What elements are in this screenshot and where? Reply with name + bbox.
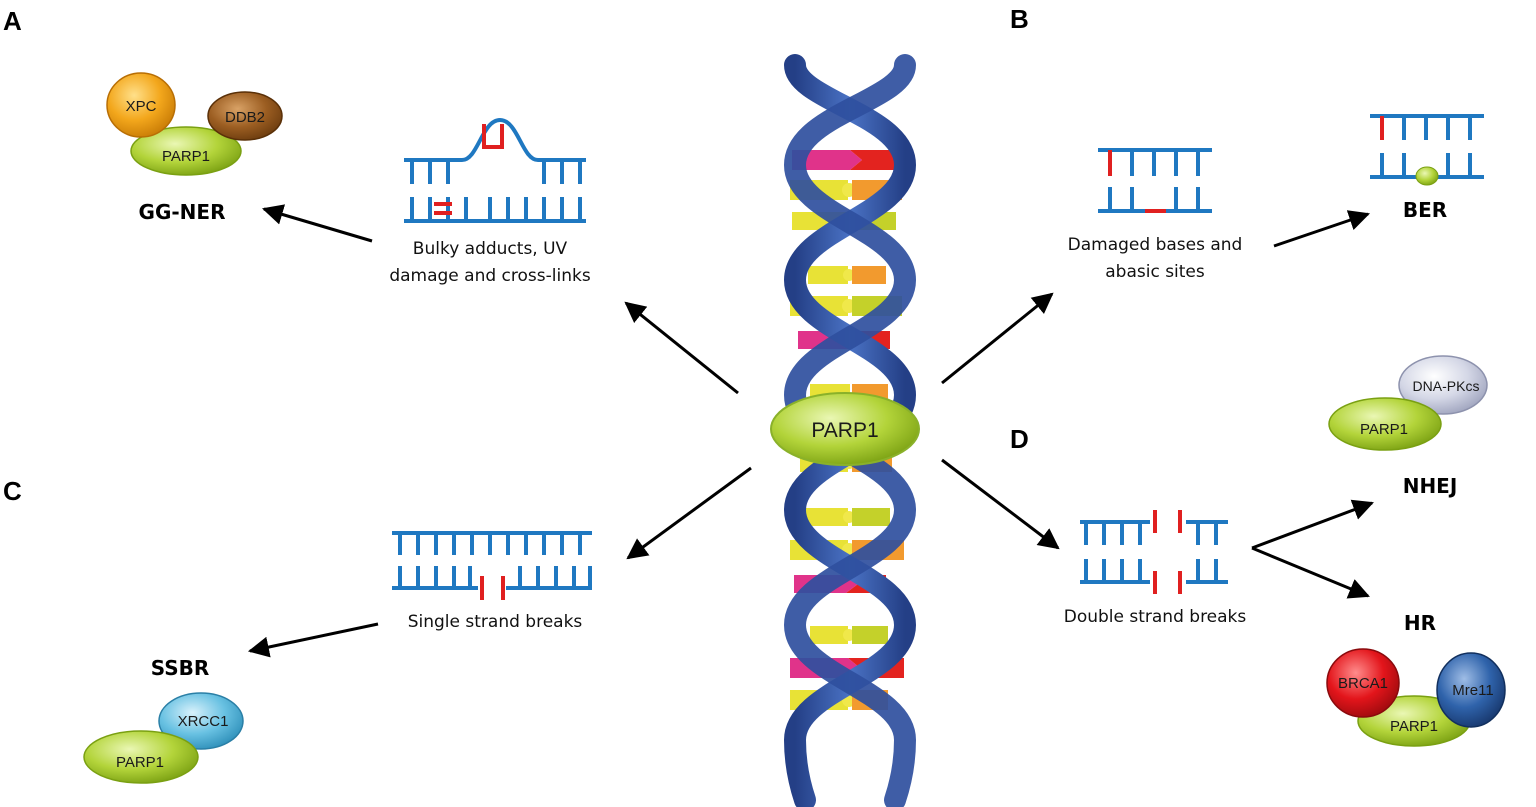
- arrow-center-to-single-strand: [626, 466, 752, 560]
- pathway-label-hr: HR: [1403, 611, 1437, 635]
- pathway-label-nhej: NHEJ: [1402, 474, 1458, 498]
- protein-brca1-label: BRCA1: [1338, 675, 1388, 692]
- protein-mre11-label: Mre11: [1452, 682, 1493, 699]
- parp1-central: PARP1: [770, 392, 920, 466]
- caption-bulky-line2: damage and cross-links: [389, 266, 591, 286]
- arrows: [247, 204, 1374, 658]
- panel-letter-a: A: [3, 6, 22, 36]
- arrow-double-to-hr: [1251, 546, 1370, 599]
- protein-parp1-nhej: [1328, 397, 1442, 451]
- caption-single-strand-breaks: Single strand breaks: [407, 612, 583, 632]
- protein-ddb2: [207, 91, 283, 141]
- base-pair: [792, 150, 895, 170]
- dna-bulky-adduct: [404, 117, 586, 223]
- dna-damaged-bases: [1098, 148, 1212, 213]
- protein-parp1-ssbr: [83, 730, 199, 784]
- protein-parp1-hr-label: PARP1: [1390, 718, 1438, 735]
- protein-brca1: [1326, 648, 1400, 718]
- protein-xrcc1-label: XRCC1: [178, 713, 229, 730]
- protein-xrcc1: [158, 692, 244, 750]
- complex-gg-ner: XPC DDB2 PARP1: [106, 72, 283, 176]
- protein-dna-pkcs: [1398, 355, 1488, 415]
- protein-parp1-nhej-label: PARP1: [1360, 421, 1408, 438]
- protein-parp1-ggner-label: PARP1: [162, 148, 210, 165]
- complex-hr: BRCA1 Mre11 PARP1: [1326, 648, 1506, 747]
- pathway-label-ssbr: SSBR: [150, 656, 210, 680]
- pathway-label-gg-ner: GG-NER: [138, 200, 226, 224]
- lesion-marks-single-strand: [480, 576, 505, 600]
- parp1-central-label: PARP1: [811, 419, 878, 442]
- complex-ssbr: XRCC1 PARP1: [83, 692, 244, 784]
- arrow-double-to-nhej: [1251, 499, 1374, 550]
- base-pair: [806, 508, 890, 526]
- protein-ddb2-label: DDB2: [225, 109, 265, 126]
- arrow-center-to-double-strand: [941, 458, 1060, 550]
- complex-nhej: DNA-PKcs PARP1: [1328, 355, 1488, 451]
- dna-single-strand-break: [392, 531, 592, 590]
- protein-parp1-ggner: [130, 126, 242, 176]
- caption-bulky-line1: Bulky adducts, UV: [412, 239, 568, 259]
- caption-damaged-line1: Damaged bases and: [1067, 235, 1243, 255]
- arrow-bulky-to-ggner: [261, 204, 373, 243]
- base-pair: [810, 626, 888, 644]
- lesion-marks-damaged-bases: [1108, 150, 1166, 213]
- dna-double-strand-break: [1080, 520, 1228, 584]
- arrow-damaged-to-ber: [1273, 210, 1370, 248]
- parp1-bead-ber: [1415, 166, 1439, 186]
- protein-dna-pkcs-label: DNA-PKcs: [1413, 378, 1480, 394]
- panel-letter-c: C: [3, 476, 22, 506]
- caption-damaged-line2: abasic sites: [1105, 262, 1205, 282]
- arrow-center-to-damaged-bases: [941, 292, 1054, 385]
- protein-parp1-ssbr-label: PARP1: [116, 754, 164, 771]
- lesion-marks-double-strand: [1153, 510, 1182, 594]
- panel-letter-b: B: [1010, 4, 1029, 34]
- caption-bulky-adducts: Bulky adducts, UV damage and cross-links: [370, 236, 610, 290]
- protein-xpc: [106, 72, 176, 138]
- caption-double-strand-breaks: Double strand breaks: [1063, 607, 1247, 627]
- pathway-label-ber: BER: [1402, 198, 1448, 222]
- base-pair: [808, 266, 886, 284]
- protein-mre11: [1436, 652, 1506, 728]
- protein-xpc-label: XPC: [126, 98, 157, 115]
- lesion-marks-bulky: [434, 124, 504, 215]
- arrow-center-to-bulky: [624, 301, 739, 395]
- arrow-single-to-ssbr: [247, 622, 379, 658]
- caption-damaged-bases: Damaged bases and abasic sites: [1045, 232, 1265, 286]
- panel-letter-d: D: [1010, 424, 1029, 454]
